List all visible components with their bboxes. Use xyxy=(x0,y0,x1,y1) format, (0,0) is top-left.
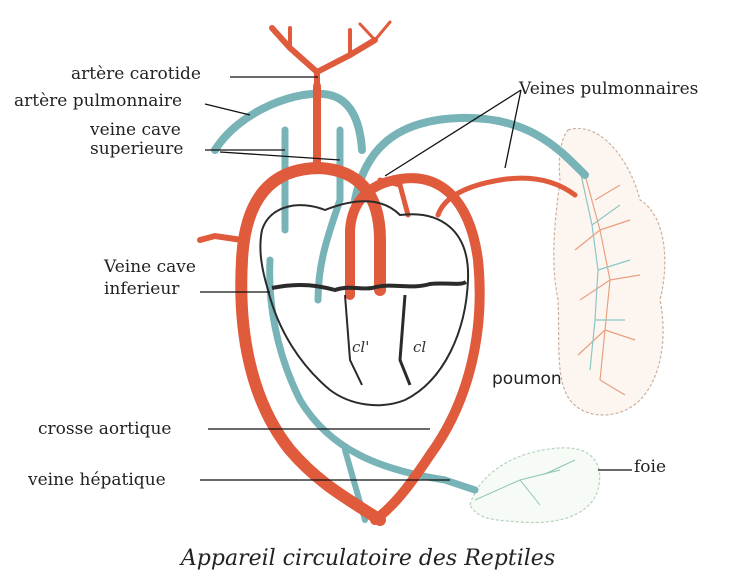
label-foie: foie xyxy=(634,457,666,477)
lung xyxy=(554,128,665,415)
label-veine-cave-sup-line1: veine cave xyxy=(89,120,181,140)
label-veine-cave-inf-line1: Veine cave xyxy=(103,257,196,277)
label-veine-cave-sup-line2: superieure xyxy=(90,139,183,159)
label-veine-cave-inf-line2: inferieur xyxy=(104,279,180,299)
label-veine-hepatique: veine hépatique xyxy=(27,470,166,490)
caption: Appareil circulatoire des Reptiles xyxy=(179,546,555,571)
label-crosse-aortique: crosse aortique xyxy=(38,419,171,439)
label-veines-pulmonaires: Veines pulmonnaires xyxy=(518,79,698,99)
label-artere-pulmonaire: artère pulmonnaire xyxy=(14,91,182,111)
heart-label-cl: cl xyxy=(413,338,426,356)
arteries xyxy=(200,86,575,520)
liver xyxy=(470,448,600,523)
label-poumon: poumon xyxy=(492,369,562,389)
heart-label-cl-prime: cl' xyxy=(352,338,369,356)
label-artere-carotide: artère carotide xyxy=(71,64,201,84)
